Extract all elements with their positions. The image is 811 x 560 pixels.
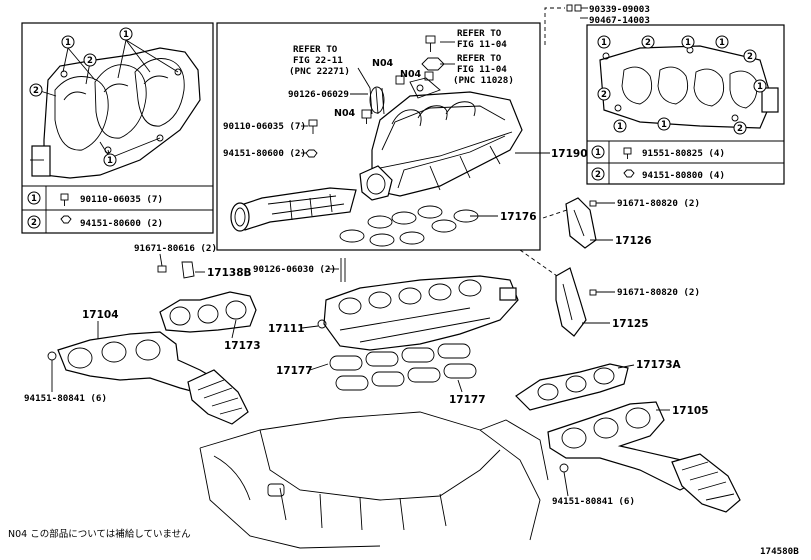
label-17190: 17190 xyxy=(551,148,588,160)
o-rings xyxy=(339,205,479,247)
refer-b-line-1: REFER TO xyxy=(457,28,502,39)
label-94151-80841-a: 94151-80841 (6) xyxy=(24,393,107,404)
right-callouts: 1 2 1 1 2 1 2 1 1 2 xyxy=(597,35,767,135)
label-90110-06035: 90110-06035 (7) xyxy=(223,121,306,132)
label-17111: 17111 xyxy=(268,323,305,335)
svg-text:2: 2 xyxy=(645,38,651,48)
left-intake-panel: 1 1 2 2 1 1 90110-06035 (7) 2 94151-8060… xyxy=(21,22,214,234)
refer-c-line-3: (PNC 11028) xyxy=(453,75,514,86)
diagram-code: 174580B xyxy=(760,546,799,557)
svg-text:1: 1 xyxy=(107,156,113,166)
svg-text:2: 2 xyxy=(601,90,607,100)
label-17177-b: 17177 xyxy=(449,394,486,406)
right-table-part-2: 94151-80800 (4) xyxy=(642,170,725,181)
label-17105: 17105 xyxy=(672,405,709,417)
brackets-right: 91671-80820 (2) 17126 91671-80820 (2) 17… xyxy=(519,197,700,337)
right-table-part-1: 91551-80825 (4) xyxy=(642,148,725,159)
n04-label-2: N04 xyxy=(400,69,422,80)
refer-a-line-2: FIG 22-11 xyxy=(293,55,343,66)
refer-b-line-2: FIG 11-04 xyxy=(457,39,507,50)
label-17173: 17173 xyxy=(224,340,261,352)
label-91671-80820-b: 91671-80820 (2) xyxy=(617,287,700,298)
refer-a-line-3: (PNC 22271) xyxy=(289,66,350,77)
svg-text:1: 1 xyxy=(719,38,725,48)
svg-text:1: 1 xyxy=(685,38,691,48)
right-manifold-drawing xyxy=(599,45,779,129)
right-table-key-2: 2 xyxy=(595,170,601,180)
refer-c-line-2: FIG 11-04 xyxy=(457,64,507,75)
left-lower-parts: 91671-80616 (2) 17138B 17173 17104 94151… xyxy=(24,243,261,425)
svg-text:2: 2 xyxy=(747,52,753,62)
label-17176: 17176 xyxy=(500,211,537,223)
footer-note: N04 この部品については補給していません xyxy=(8,528,191,540)
refer-c-line-1: REFER TO xyxy=(457,53,502,64)
label-90339-09003: 90339-09003 xyxy=(589,4,650,15)
svg-text:1: 1 xyxy=(601,38,607,48)
label-94151-80600: 94151-80600 (2) xyxy=(223,148,306,159)
left-table-key-2: 2 xyxy=(31,218,37,228)
left-table-part-2: 94151-80600 (2) xyxy=(80,218,163,229)
label-94151-80841-b: 94151-80841 (6) xyxy=(552,496,635,507)
center-lower-parts: 90126-06030 (2) 17111 17177 17177 xyxy=(253,258,519,406)
label-17104: 17104 xyxy=(82,309,119,321)
label-17125: 17125 xyxy=(612,318,649,330)
svg-text:1: 1 xyxy=(123,30,129,40)
svg-text:2: 2 xyxy=(87,56,93,66)
label-90126-06029: 90126-06029 xyxy=(288,89,349,100)
right-table-key-1: 1 xyxy=(595,148,601,158)
right-intake-panel: 1 2 1 1 2 1 2 1 1 2 1 91551-80825 (4) 2 … xyxy=(586,24,785,185)
n04-label-3: N04 xyxy=(334,108,356,119)
right-lower-parts: 17173A 17105 94151-80841 (6) xyxy=(515,359,741,513)
refer-a-line-1: REFER TO xyxy=(293,44,338,55)
svg-text:2: 2 xyxy=(33,86,39,96)
left-callouts: 1 1 2 2 1 xyxy=(29,27,179,167)
left-table-part-1: 90110-06035 (7) xyxy=(80,194,163,205)
label-90126-06030: 90126-06030 (2) xyxy=(253,264,336,275)
label-17173A: 17173A xyxy=(636,359,682,371)
svg-text:1: 1 xyxy=(661,120,667,130)
svg-text:2: 2 xyxy=(737,124,743,134)
intake-plenum-17190 xyxy=(359,77,523,201)
label-17138B: 17138B xyxy=(207,267,252,279)
label-17126: 17126 xyxy=(615,235,652,247)
label-91671-80820-a: 91671-80820 (2) xyxy=(617,198,700,209)
label-17177-a: 17177 xyxy=(276,365,313,377)
engine-block-outline xyxy=(199,411,549,549)
label-91671-80616: 91671-80616 (2) xyxy=(134,243,217,254)
label-90467-14003: 90467-14003 xyxy=(589,15,650,26)
gaskets-17177 xyxy=(329,343,477,391)
inlet-duct xyxy=(230,187,357,232)
center-fasteners xyxy=(305,35,445,158)
svg-text:1: 1 xyxy=(617,122,623,132)
intake-plenum-drawing xyxy=(30,47,201,179)
left-table-key-1: 1 xyxy=(31,194,37,204)
n04-label-1: N04 xyxy=(372,58,394,69)
svg-text:1: 1 xyxy=(65,38,71,48)
center-intake-panel: REFER TO FIG 22-11 (PNC 22271) REFER TO … xyxy=(216,22,588,251)
svg-text:1: 1 xyxy=(757,82,763,92)
